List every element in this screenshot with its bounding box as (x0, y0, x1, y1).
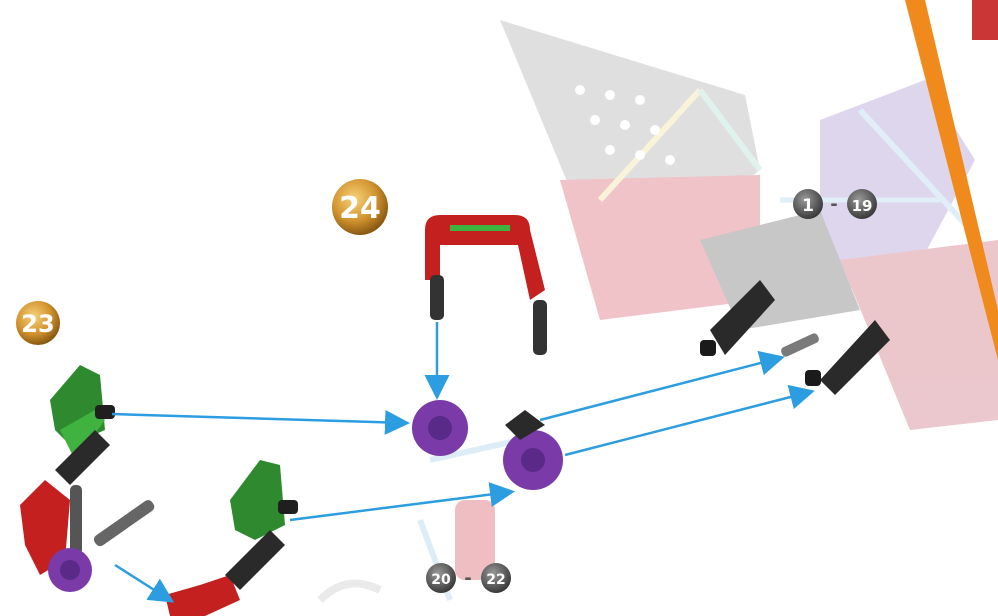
range-1-19-from: 1 (802, 196, 814, 216)
red-connector-bottom (165, 575, 240, 616)
black-rod-24-left (430, 275, 444, 320)
gray-rod-left (70, 485, 82, 555)
faded-model-background (500, 20, 998, 430)
range-1-19-to: 19 (852, 197, 873, 215)
purple-hub-right (503, 410, 563, 490)
step-24-badge: 24 (332, 179, 388, 235)
arrow-green-to-hub (112, 414, 405, 423)
purple-hub-bottom-left (48, 548, 92, 592)
purple-hub-center (412, 400, 468, 456)
step-23-badge: 23 (16, 301, 60, 345)
range-20-22-separator: - (464, 568, 471, 589)
black-clip-right (780, 320, 890, 395)
range-20-22-to: 22 (486, 572, 505, 588)
gray-rod-diagonal (92, 498, 156, 548)
black-rod-24-right (533, 300, 547, 355)
range-1-19-label: 1 - 19 (793, 189, 877, 219)
range-20-22-label: 20 - 22 (426, 563, 511, 593)
arrow-hub-to-clip-lower (565, 392, 810, 455)
arrow-rod-to-red (115, 565, 170, 600)
step-23-number: 23 (21, 310, 54, 338)
range-1-19-separator: - (830, 194, 837, 215)
range-20-22-from: 20 (431, 572, 451, 588)
next-page-edge (972, 0, 998, 40)
arrow-hub-to-clip-upper (540, 358, 780, 420)
step-24-number: 24 (339, 191, 381, 226)
green-connector-middle (230, 460, 298, 540)
